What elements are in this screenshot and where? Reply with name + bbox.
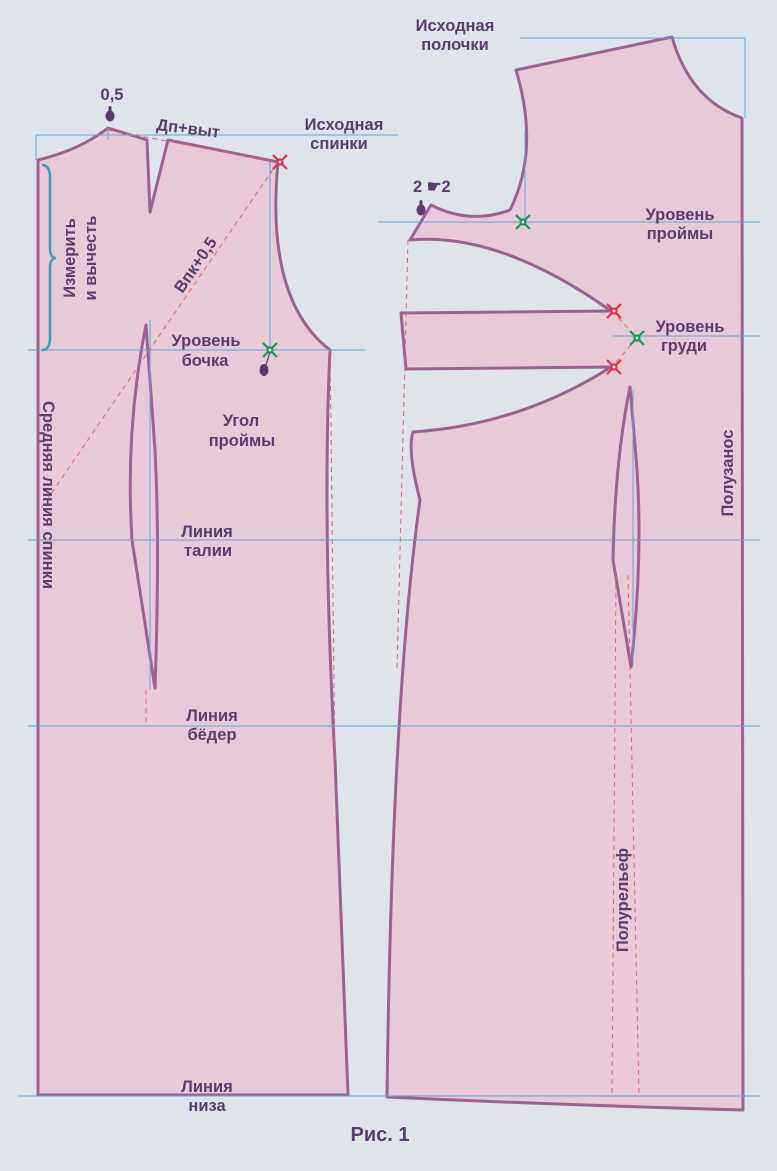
red-cross-marker: [272, 154, 288, 170]
side-level-label-2: бочка: [182, 352, 230, 370]
armhole-corner-label-1: Угол: [223, 412, 259, 430]
pointer-leader: [259, 351, 271, 376]
back-origin-label-2: спинки: [310, 135, 368, 153]
front-origin-label-2: полочки: [421, 36, 489, 54]
half-relief-label: Полурельеф: [614, 848, 632, 952]
pointing-hand-icon: [416, 200, 426, 216]
measure-label-2: и вычесть: [82, 216, 100, 301]
back-piece: [36, 126, 350, 1097]
measure-bracket: [41, 163, 57, 352]
bust-level-label-2: груди: [661, 337, 707, 355]
hip-label-2: бёдер: [187, 726, 236, 744]
shoulder-length-label: Дп+выт: [156, 116, 221, 142]
back-waist-dart: [128, 323, 159, 690]
armhole-level-label-2: проймы: [647, 225, 714, 243]
hem-label-1: Линия: [181, 1078, 232, 1096]
guide-lines: [18, 37, 760, 1097]
front-piece: [385, 35, 745, 1112]
bust-level-label-1: Уровень: [655, 318, 724, 336]
hem-label-2: низа: [188, 1097, 226, 1115]
front-relief-dart: [611, 385, 641, 669]
waist-label-1: Линия: [181, 523, 232, 541]
hip-label-1: Линия: [186, 707, 237, 725]
green-cross-marker: [262, 342, 278, 358]
green-cross-marker: [515, 214, 531, 230]
waist-label-2: талии: [184, 542, 232, 560]
shoulder-allowance-label: 0,5: [101, 86, 124, 104]
pointing-hand-icon: [105, 106, 115, 122]
back-origin-label-1: Исходная: [305, 116, 384, 134]
front-transfer-label: 2 ☛2: [413, 178, 451, 196]
measure-label-1: Измерить: [61, 218, 79, 297]
green-cross-marker: [629, 330, 645, 346]
side-level-label-1: Уровень: [171, 332, 240, 350]
back-center-label: Средняя линия спинки: [39, 401, 57, 589]
figure-caption: Рис. 1: [351, 1124, 410, 1146]
armhole-corner-label-2: проймы: [209, 432, 276, 450]
pointing-hand-icon: [259, 364, 269, 376]
armhole-level-label-1: Уровень: [645, 206, 714, 224]
front-origin-label-1: Исходная: [416, 17, 495, 35]
red-cross-marker: [606, 303, 622, 319]
half-overlap-label: Полузанос: [719, 430, 737, 517]
construction-dashes: [39, 129, 640, 1097]
red-cross-marker: [606, 359, 622, 375]
